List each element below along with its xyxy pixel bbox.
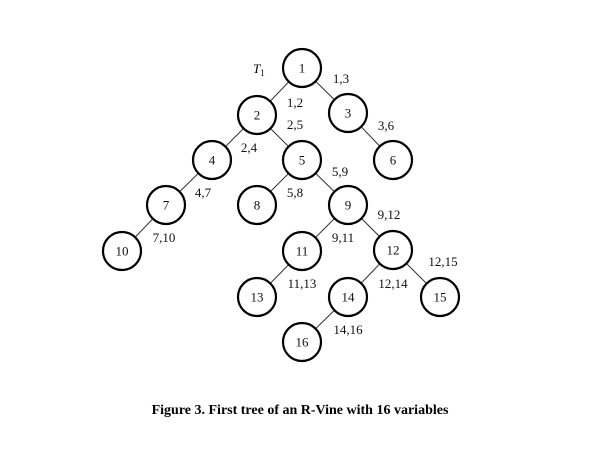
edge-label: 11,13	[288, 276, 317, 291]
node-6: 6	[372, 139, 414, 181]
node-label: 15	[434, 290, 447, 305]
node-15: 15	[419, 276, 461, 318]
node-4: 4	[191, 139, 233, 181]
edge-label: 2,4	[241, 140, 258, 155]
node-16: 16	[281, 321, 323, 363]
tree-label: T1	[253, 61, 265, 78]
node-circle	[191, 139, 233, 181]
figure-caption: Figure 3. First tree of an R-Vine with 1…	[151, 403, 449, 418]
node-13: 13	[236, 276, 278, 318]
node-7: 7	[145, 184, 187, 226]
node-circle	[372, 139, 414, 181]
node-circle	[327, 92, 369, 134]
node-label: 9	[345, 198, 352, 213]
node-label: 6	[390, 153, 397, 168]
node-label: 10	[116, 244, 129, 259]
node-9: 9	[327, 184, 369, 226]
node-circle	[419, 276, 461, 318]
node-label: 12	[387, 243, 400, 258]
node-1: 1	[281, 47, 323, 89]
node-11: 11	[281, 230, 323, 272]
node-3: 3	[327, 92, 369, 134]
edge-label: 5,9	[332, 164, 348, 179]
edge-label: 14,16	[333, 322, 363, 337]
node-label: 11	[296, 244, 309, 259]
node-label: 2	[254, 108, 261, 123]
node-12: 12	[372, 229, 414, 271]
node-circle	[281, 230, 323, 272]
node-circle	[145, 184, 187, 226]
edge-label: 9,12	[378, 207, 401, 222]
node-circle	[236, 276, 278, 318]
node-circle	[101, 230, 143, 272]
edge-label: 7,10	[153, 230, 176, 245]
node-label: 13	[251, 290, 264, 305]
node-circle	[281, 321, 323, 363]
edge-label: 9,11	[332, 230, 354, 245]
node-circle	[372, 229, 414, 271]
edge-label: 3,6	[378, 118, 395, 133]
node-label: 14	[342, 290, 356, 305]
edge-label: 12,14	[378, 276, 408, 291]
edge-label: 1,2	[287, 95, 303, 110]
node-circle	[236, 184, 278, 226]
node-14: 14	[327, 276, 369, 318]
node-2: 2	[236, 94, 278, 136]
edge-label: 2,5	[287, 117, 303, 132]
node-circle	[236, 94, 278, 136]
edge-label: 12,15	[428, 254, 457, 269]
node-label: 5	[299, 153, 306, 168]
node-label: 7	[163, 198, 170, 213]
node-circle	[281, 139, 323, 181]
node-circle	[281, 47, 323, 89]
edge-label: 1,3	[333, 71, 349, 86]
node-label: 16	[296, 335, 310, 350]
node-label: 3	[345, 106, 352, 121]
node-circle	[327, 276, 369, 318]
node-label: 8	[254, 198, 261, 213]
node-10: 10	[101, 230, 143, 272]
edge-label: 5,8	[287, 185, 303, 200]
node-circle	[327, 184, 369, 226]
node-label: 1	[299, 61, 306, 76]
edge-label: 4,7	[195, 185, 212, 200]
node-8: 8	[236, 184, 278, 226]
node-5: 5	[281, 139, 323, 181]
node-label: 4	[209, 153, 216, 168]
